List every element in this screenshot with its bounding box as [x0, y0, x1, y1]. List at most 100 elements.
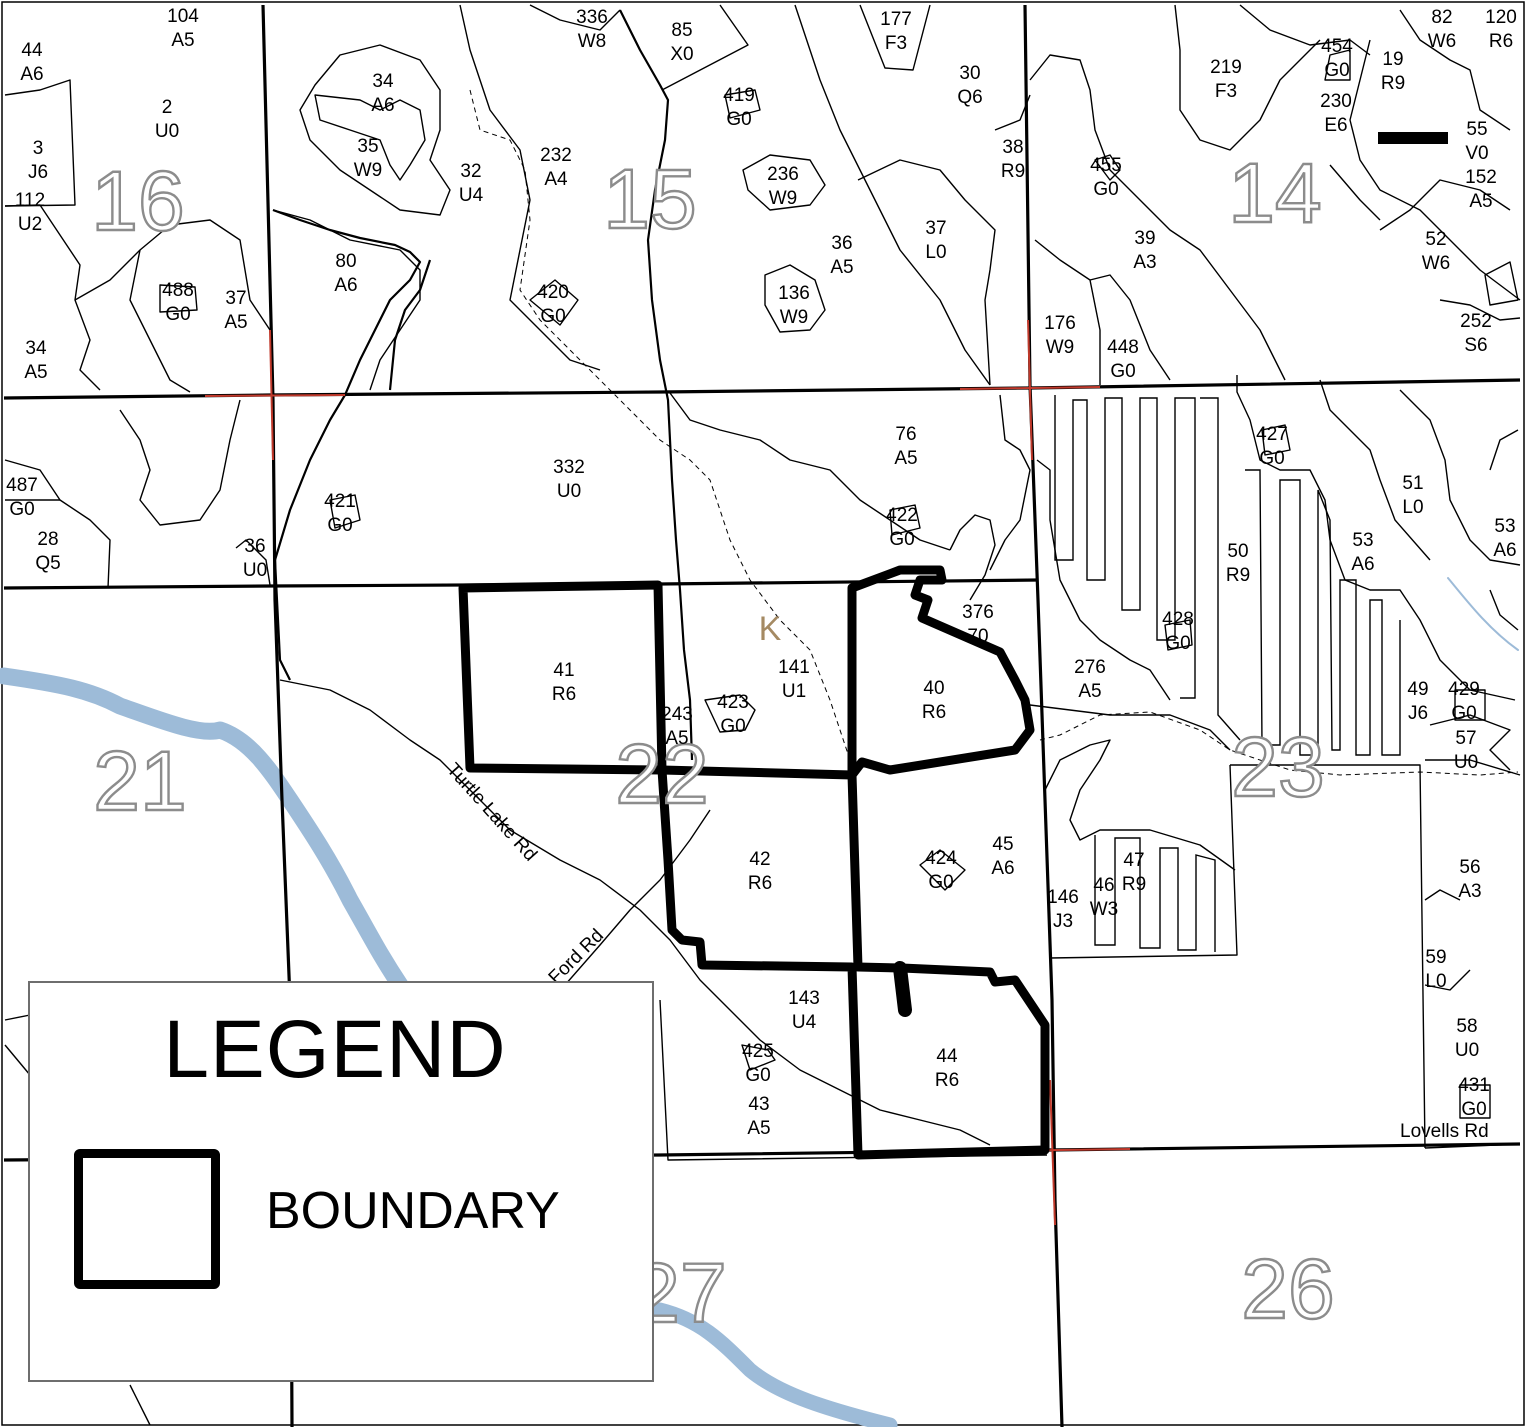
- map-marker-k: K: [759, 610, 782, 648]
- stand-lines: [4, 4, 1521, 1426]
- section-number: 16: [91, 154, 184, 248]
- road-label-lovells: Lovells Rd: [1400, 1121, 1489, 1142]
- project-boundary: [458, 565, 1050, 1160]
- section-number: 26: [1241, 1242, 1334, 1336]
- legend: LEGEND BOUNDARY: [28, 981, 654, 1382]
- rivers: [0, 577, 1519, 1427]
- section-number: 14: [1228, 146, 1321, 240]
- section-number: 22: [615, 727, 708, 821]
- creek-east: [1447, 577, 1519, 651]
- river-main: [0, 667, 409, 994]
- legend-boundary-label: BOUNDARY: [266, 1182, 560, 1240]
- plantation-rows: [1054, 395, 1401, 952]
- section-number: 15: [603, 152, 696, 246]
- road-branch: [388, 259, 432, 391]
- section-number: 23: [1231, 720, 1324, 814]
- section-corners: [204, 319, 1131, 1226]
- road-main: [619, 9, 694, 761]
- legend-title: LEGEND: [163, 1004, 507, 1095]
- map-marker-bar: [1378, 132, 1448, 144]
- river-south: [652, 1302, 898, 1427]
- trails: [469, 89, 1519, 776]
- legend-boundary-swatch: [74, 1149, 220, 1289]
- section-number: 21: [93, 734, 186, 828]
